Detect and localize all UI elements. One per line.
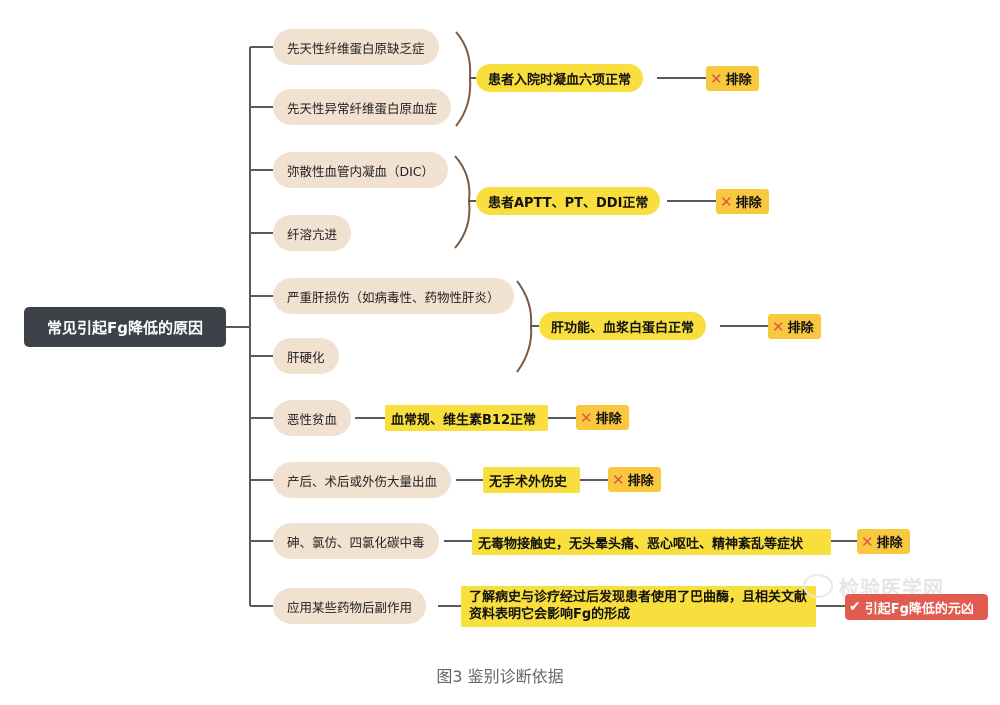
- finding-blood-b12-normal: 血常规、维生素B12正常: [385, 405, 548, 431]
- finding-coagulation-normal: 患者入院时凝血六项正常: [476, 64, 644, 92]
- cause-poisoning: 砷、氯仿、四氯化碳中毒: [273, 523, 439, 559]
- cross-icon: ✕: [580, 408, 593, 427]
- cross-icon: ✕: [861, 532, 874, 551]
- cross-icon: ✕: [772, 317, 785, 336]
- cross-icon: ✕: [612, 470, 625, 489]
- exclude-badge: ✕排除: [716, 189, 769, 214]
- cause-severe-liver-injury: 严重肝损伤（如病毒性、药物性肝炎）: [273, 278, 514, 314]
- cause-dic: 弥散性血管内凝血（DIC）: [273, 152, 449, 188]
- cause-drug-side-effect: 应用某些药物后副作用: [273, 588, 427, 624]
- cross-icon: ✕: [710, 69, 723, 88]
- culprit-badge: ✔引起Fg降低的元凶: [845, 594, 988, 620]
- finding-no-toxin-exposure: 无毒物接触史，无头晕头痛、恶心呕吐、精神紊乱等症状: [472, 529, 831, 555]
- exclude-badge: ✕排除: [576, 405, 629, 430]
- cause-massive-bleeding: 产后、术后或外伤大量出血: [273, 462, 452, 498]
- finding-liver-albumin-normal: 肝功能、血浆白蛋白正常: [539, 312, 707, 340]
- finding-batroxobin-use: 了解病史与诊疗经过后发现患者使用了巴曲酶，且相关文献资料表明它会影响Fg的形成: [461, 586, 816, 627]
- cause-congenital-afibrinogenemia: 先天性纤维蛋白原缺乏症: [273, 29, 439, 65]
- figure-caption: 图3 鉴别诊断依据: [436, 667, 564, 686]
- wechat-icon: [803, 574, 833, 598]
- exclude-badge: ✕排除: [857, 529, 910, 554]
- exclude-badge: ✕排除: [706, 66, 759, 91]
- root-node: 常见引起Fg降低的原因: [24, 307, 226, 347]
- cause-cirrhosis: 肝硬化: [273, 338, 339, 374]
- exclude-badge: ✕排除: [768, 314, 821, 339]
- cause-pernicious-anemia: 恶性贫血: [273, 400, 352, 436]
- cause-hyperfibrinolysis: 纤溶亢进: [273, 215, 352, 251]
- finding-aptt-pt-ddi-normal: 患者APTT、PT、DDI正常: [476, 187, 661, 215]
- check-icon: ✔: [849, 599, 861, 615]
- exclude-badge: ✕排除: [608, 467, 661, 492]
- cross-icon: ✕: [720, 192, 733, 211]
- finding-no-surgery-trauma: 无手术外伤史: [483, 467, 580, 493]
- cause-congenital-dysfibrinogenemia: 先天性异常纤维蛋白原血症: [273, 89, 452, 125]
